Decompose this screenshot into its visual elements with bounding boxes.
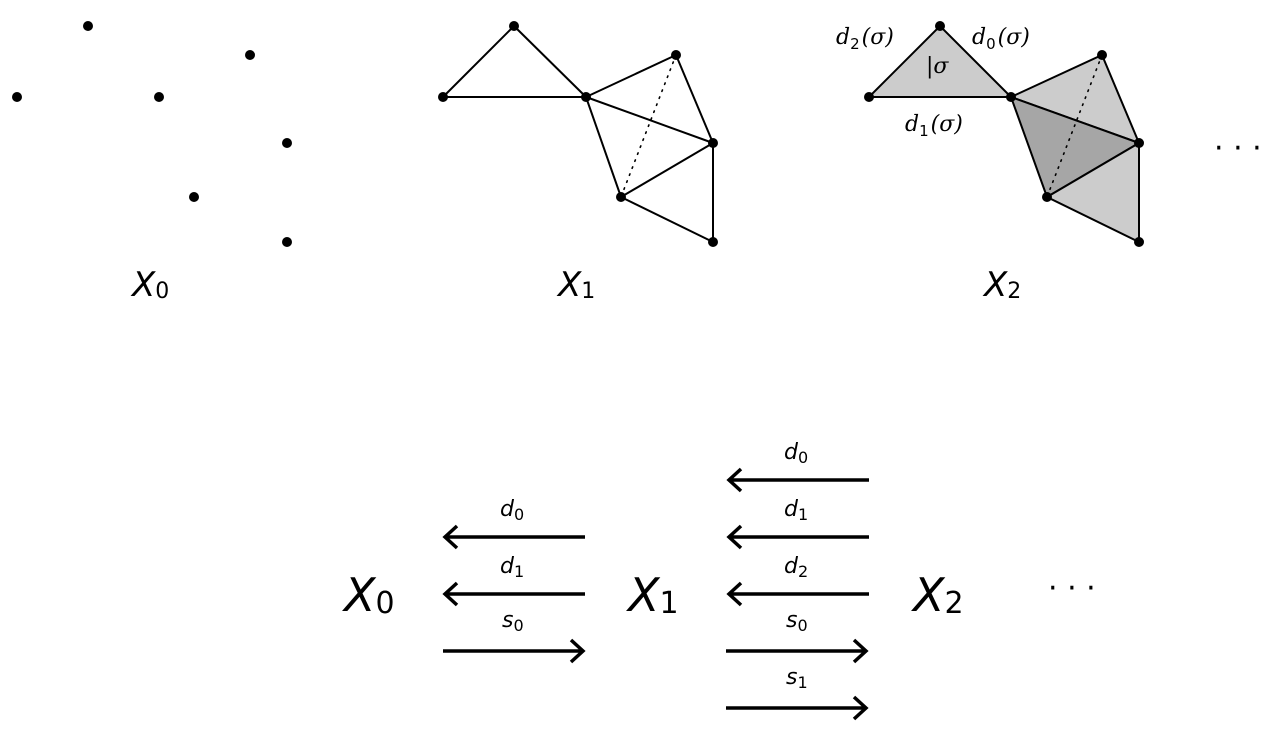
arrow-label-d2: d2 — [784, 554, 808, 581]
face-label-d1: d1(σ) — [905, 112, 963, 140]
arrow-label-d1: d1 — [500, 554, 524, 581]
vertex — [581, 92, 591, 102]
vertex — [1006, 92, 1016, 102]
panel-x0-title: X0 — [130, 265, 169, 305]
edge — [585, 96, 714, 144]
panel-x1: X1 — [438, 21, 718, 305]
vertex — [282, 237, 292, 247]
vertex — [1134, 138, 1144, 148]
face-label-d0: d0(σ) — [972, 25, 1030, 53]
arrow-label-s1: s1 — [786, 665, 808, 692]
triangle-face — [1044, 141, 1140, 244]
vertex — [616, 192, 626, 202]
vertex — [12, 92, 22, 102]
vertex — [83, 21, 93, 31]
vertex — [282, 138, 292, 148]
edge — [585, 54, 677, 98]
vertex — [708, 237, 718, 247]
face-label-d2: d2(σ) — [836, 25, 894, 53]
edge — [620, 196, 714, 243]
triangle-sigma — [866, 24, 1014, 98]
arrow-label-d1: d1 — [784, 497, 808, 524]
edge — [513, 25, 587, 98]
hidden-edge — [1046, 54, 1103, 198]
vertex — [438, 92, 448, 102]
vertex — [935, 21, 945, 31]
panel-x2: d2(σ) d0(σ) d1(σ) |σ X2 — [836, 21, 1144, 305]
sigma-label: |σ — [926, 54, 949, 79]
face-arrow-d1 — [726, 524, 869, 550]
vertex — [1042, 192, 1052, 202]
face-arrow-d0 — [726, 467, 869, 493]
simplicial-object-row: X0 X1 X2 · · · d0 d1 s0 d0 d1 d2 s0 s1 — [342, 440, 1096, 721]
degeneracy-arrow-s0 — [726, 638, 869, 664]
degeneracy-arrow-s0 — [443, 638, 586, 664]
object-x0: X0 — [342, 568, 395, 622]
arrow-label-d0: d0 — [500, 497, 524, 524]
vertex — [1134, 237, 1144, 247]
edge — [620, 142, 714, 198]
vertex — [189, 192, 199, 202]
top-ellipsis: · · · — [1214, 131, 1262, 166]
panel-x0: X0 — [12, 21, 292, 305]
arrow-label-s0: s0 — [786, 608, 808, 635]
face-arrow-d1 — [442, 581, 585, 607]
hidden-edge — [620, 54, 677, 198]
edge — [442, 25, 515, 98]
face-arrow-d0 — [442, 524, 585, 550]
arrows-x0-x1: d0 d1 s0 — [442, 497, 586, 664]
arrow-label-d0: d0 — [784, 440, 808, 467]
panel-x1-title: X1 — [556, 265, 595, 305]
arrows-x1-x2: d0 d1 d2 s0 s1 — [726, 440, 869, 721]
vertex — [671, 50, 681, 60]
arrow-label-s0: s0 — [502, 608, 524, 635]
object-x2: X2 — [911, 568, 964, 622]
face-arrow-d2 — [726, 581, 869, 607]
panel-x2-title: X2 — [982, 265, 1021, 305]
vertex — [708, 138, 718, 148]
vertex — [154, 92, 164, 102]
vertex — [245, 50, 255, 60]
vertex — [864, 92, 874, 102]
object-x1: X1 — [626, 568, 679, 622]
edge — [585, 96, 622, 198]
edge — [675, 54, 714, 144]
degeneracy-arrow-s1 — [726, 695, 869, 721]
vertex — [509, 21, 519, 31]
bottom-ellipsis: · · · — [1048, 571, 1096, 606]
vertex — [1097, 50, 1107, 60]
